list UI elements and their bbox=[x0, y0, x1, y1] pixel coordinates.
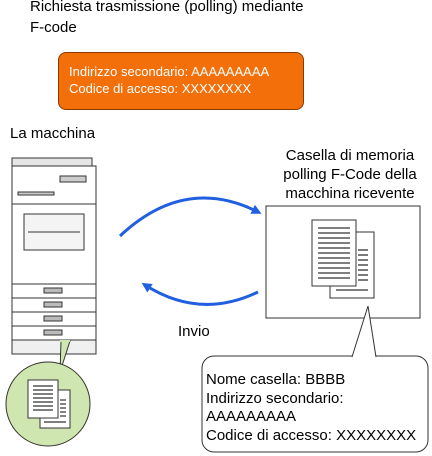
mailbox-access-code: Codice di accesso: XXXXXXXX bbox=[206, 426, 417, 444]
mailbox-info-callout bbox=[201, 305, 429, 453]
title-line-1: Richiesta trasmissione (polling) mediant… bbox=[30, 0, 304, 15]
mailbox-name: Nome casella: BBBB bbox=[206, 371, 346, 388]
mailbox-label-line-1: Casella di memoria bbox=[285, 147, 415, 164]
send-label: Invio bbox=[178, 323, 210, 340]
polling-request-box: Indirizzo secondario: AAAAAAAAA Codice d… bbox=[58, 52, 304, 110]
document-icon-small bbox=[27, 379, 71, 429]
machine-icon bbox=[11, 157, 97, 355]
machine-label: La macchina bbox=[10, 125, 96, 142]
request-secondary-address: Indirizzo secondario: AAAAAAAAA bbox=[69, 64, 270, 79]
mailbox-label-line-2: polling F-Code della bbox=[283, 166, 417, 183]
mailbox-label-line-3: macchina ricevente bbox=[285, 185, 415, 202]
mailbox-secondary-address-label: Indirizzo secondario: bbox=[206, 389, 344, 407]
diagram-title: Richiesta trasmissione (polling) mediant… bbox=[30, 0, 360, 38]
document-icon-large bbox=[311, 219, 375, 299]
request-access-code: Codice di accesso: XXXXXXXX bbox=[69, 81, 252, 96]
title-line-2: F-code bbox=[30, 19, 77, 36]
polling-request-arrow bbox=[118, 196, 262, 238]
mailbox-secondary-address-value: AAAAAAAAA bbox=[206, 408, 297, 425]
send-arrow bbox=[141, 282, 259, 306]
mailbox-label: Casella di memoria polling F-Code della … bbox=[270, 146, 430, 203]
mailbox-info-text: Nome casella: BBBB Indirizzo secondario:… bbox=[206, 371, 430, 445]
